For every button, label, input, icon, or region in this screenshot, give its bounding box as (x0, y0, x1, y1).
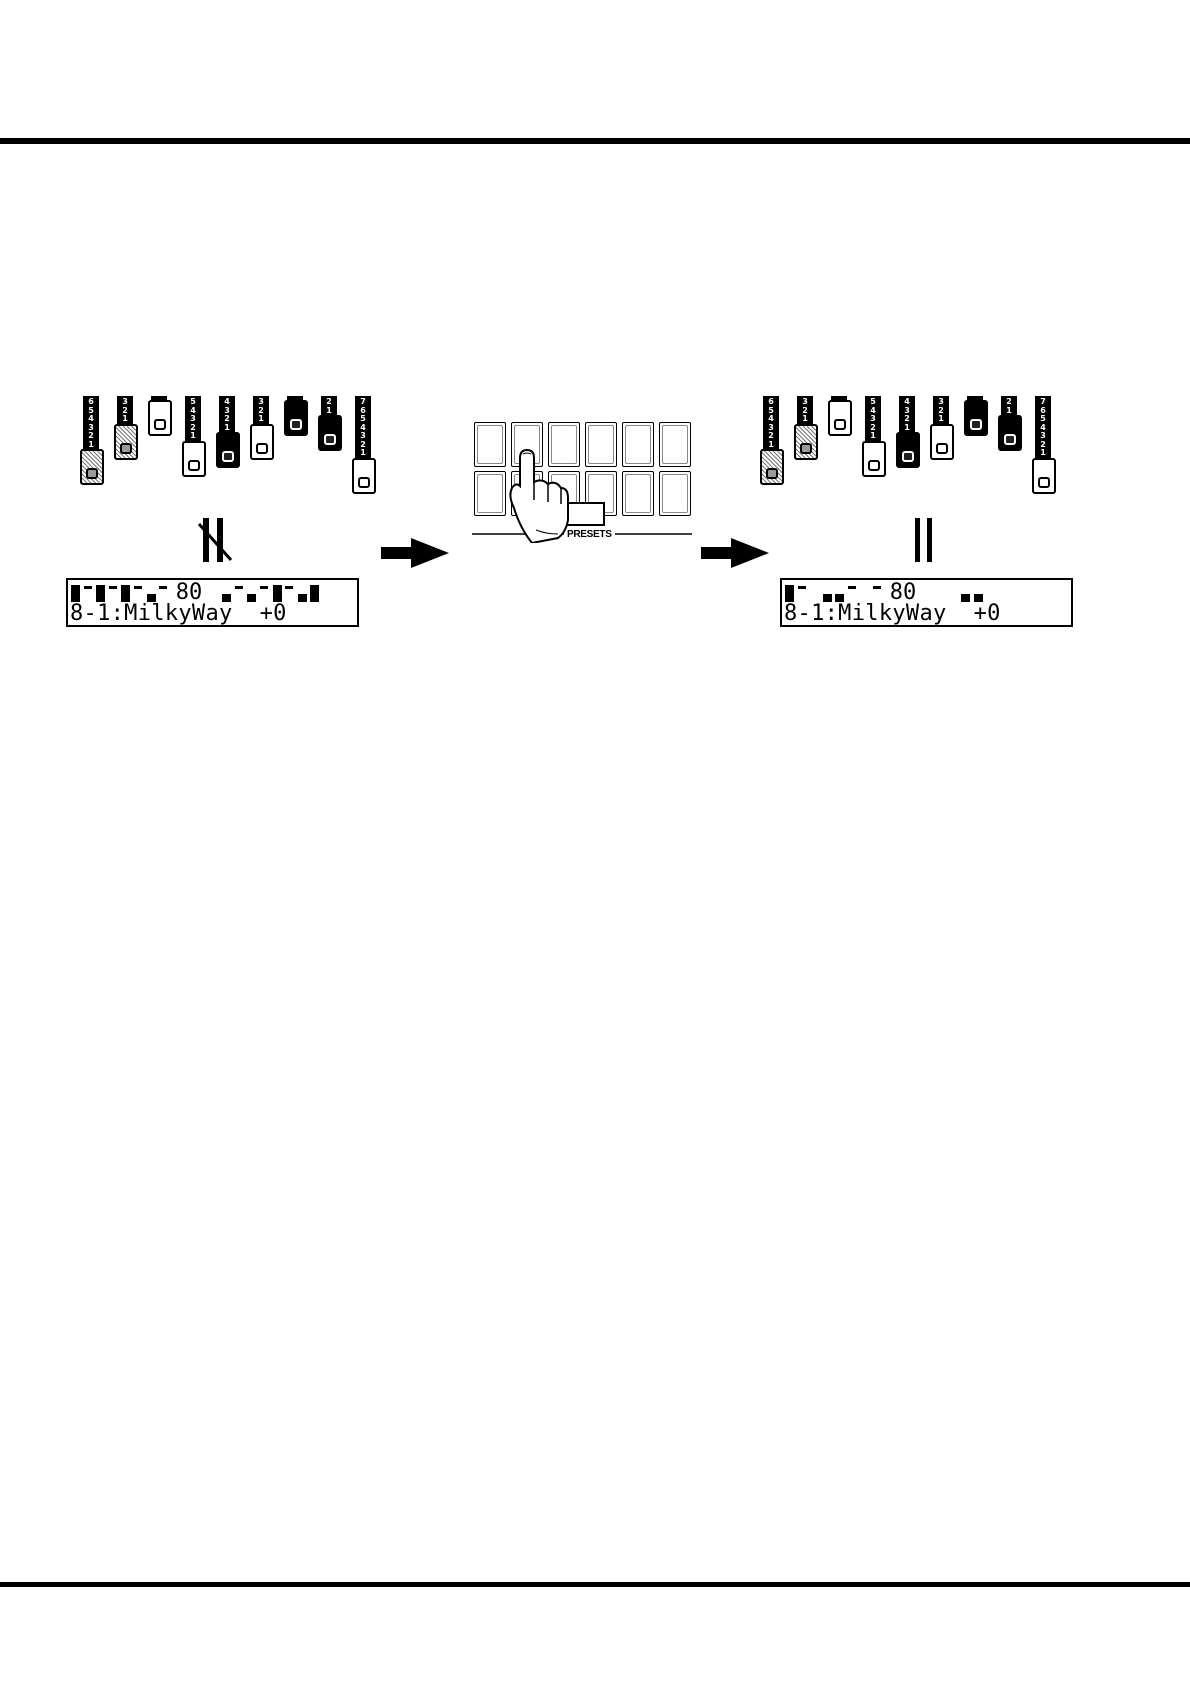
drawbar-scale-number: 1 (763, 441, 779, 450)
lcd-patch-name: 8-1:MilkyWay +0 (70, 602, 287, 626)
lcd-display-before: 80 8-1:MilkyWay +0 (66, 578, 359, 627)
lcd-bar-segment (298, 594, 307, 602)
drawbar-knob[interactable] (80, 449, 104, 485)
drawbar-scale-number: 1 (899, 424, 915, 433)
drawbar-knob[interactable] (794, 424, 818, 460)
drawbar-knob[interactable] (250, 424, 274, 460)
drawbar-scale-number: 1 (355, 449, 371, 458)
drawbar-scale-number: 1 (83, 441, 99, 450)
drawbar-knob[interactable] (828, 400, 852, 436)
lcd-bar-segment (873, 586, 881, 589)
drawbar-scale: 7654321 (1035, 396, 1051, 460)
top-rule (0, 138, 1190, 144)
lcd-bar-segment (109, 586, 117, 589)
lcd-bar-segment (84, 586, 92, 589)
drawbar-scale: 321 (797, 396, 813, 426)
drawbar-knob[interactable] (998, 415, 1022, 451)
lcd-bar-segment (785, 585, 794, 602)
drawbar-scale-number: 1 (253, 415, 269, 424)
bottom-rule (0, 1582, 1190, 1587)
drawbar-scale-number: 1 (1001, 407, 1017, 416)
drawbar-knob[interactable] (284, 400, 308, 436)
lcd-bar-segment (71, 585, 80, 602)
lcd-patch-name: 8-1:MilkyWay +0 (784, 602, 1001, 626)
drawbar-knob[interactable] (318, 415, 342, 451)
drawbar-scale-number: 1 (219, 424, 235, 433)
drawbar-scale-number: 1 (1035, 449, 1051, 458)
lcd-bar-segment (310, 585, 319, 602)
lcd-display-after: 80 8-1:MilkyWay +0 (780, 578, 1073, 627)
drawbar-scale-number: 1 (185, 432, 201, 441)
drawbar-scale-number: 1 (321, 407, 337, 416)
equal-icon (913, 518, 935, 562)
lcd-bar-segment (848, 586, 856, 589)
hand-pressing-icon (506, 448, 606, 543)
drawbar-knob[interactable] (760, 449, 784, 485)
drawbar-knob[interactable] (964, 400, 988, 436)
drawbar-knob[interactable] (182, 441, 206, 477)
drawbar-knob[interactable] (1032, 458, 1056, 494)
lcd-bar-segment (285, 586, 293, 589)
lcd-bar-segment (260, 586, 268, 589)
lcd-bar-segment (235, 586, 243, 589)
drawbar-knob[interactable] (862, 441, 886, 477)
lcd-bar-segment (159, 586, 167, 589)
drawbar-scale-number: 1 (933, 415, 949, 424)
drawbar-scale-number: 1 (797, 415, 813, 424)
drawbar-scale: 321 (253, 396, 269, 426)
presets-panel: PRESETS (470, 418, 694, 542)
drawbar-scale: 654321 (763, 396, 779, 451)
drawbar-scale: 4321 (899, 396, 915, 434)
lcd-bar-segment (121, 585, 130, 602)
drawbar-knob[interactable] (352, 458, 376, 494)
not-equal-icon (195, 516, 235, 564)
drawbar-scale-number: 1 (865, 432, 881, 441)
lcd-bar-segment (273, 585, 282, 602)
drawbar-scale-number: 1 (117, 415, 133, 424)
drawbar-knob[interactable] (930, 424, 954, 460)
drawbar-knob[interactable] (896, 432, 920, 468)
drawbar-knob[interactable] (148, 400, 172, 436)
right-arrow-icon (701, 538, 769, 568)
drawbar-knob[interactable] (114, 424, 138, 460)
drawbar-scale: 54321 (185, 396, 201, 443)
lcd-bar-segment (798, 586, 806, 589)
drawbar-knob[interactable] (216, 432, 240, 468)
lcd-bar-segment (134, 586, 142, 589)
lcd-bar-segment (96, 585, 105, 602)
right-arrow-icon (381, 538, 449, 568)
